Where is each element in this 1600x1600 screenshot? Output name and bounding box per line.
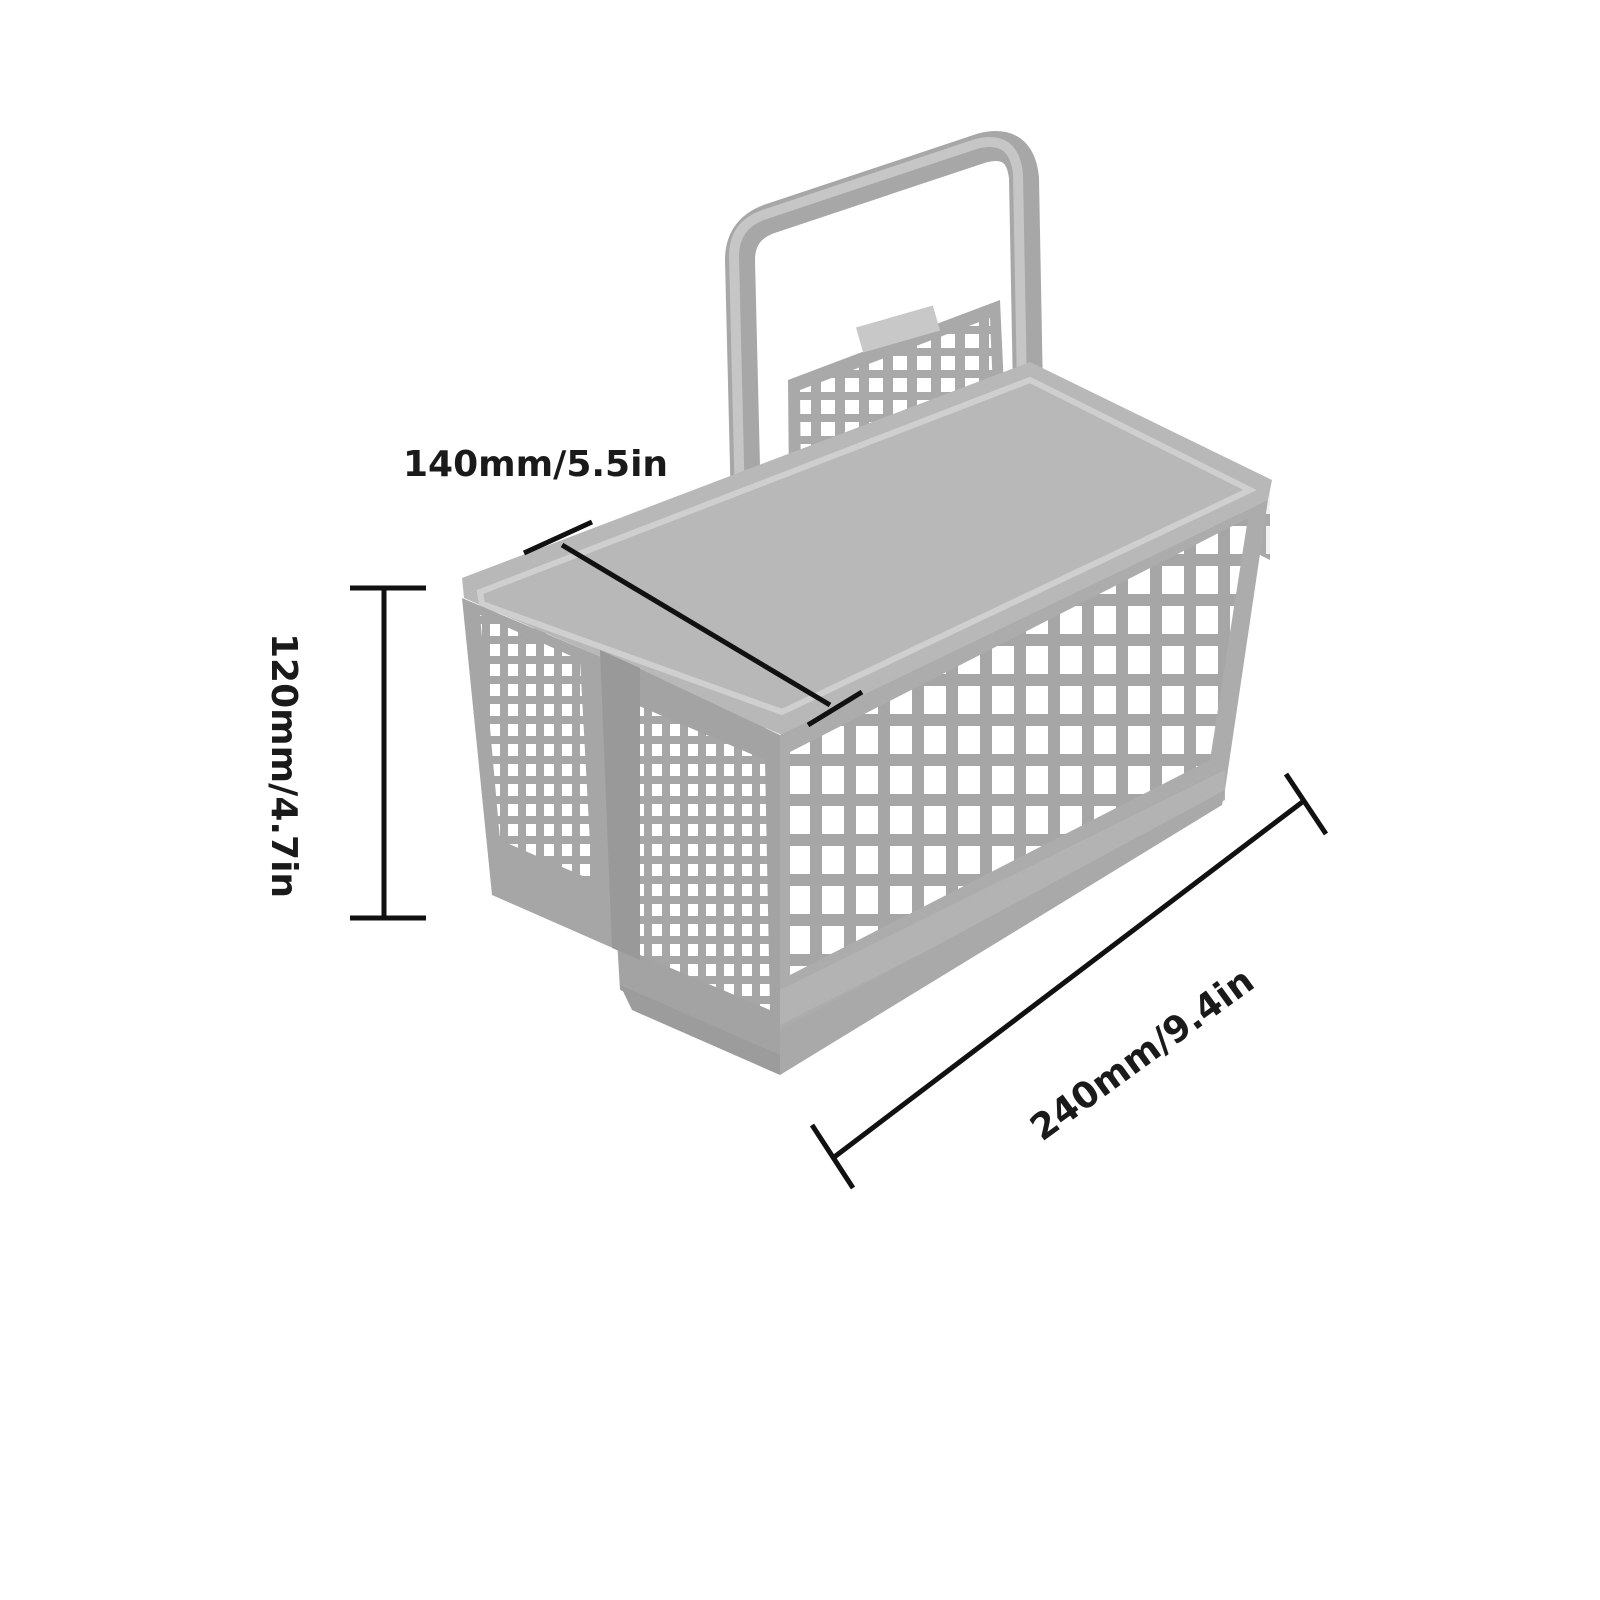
length-dimension-line	[831, 798, 1307, 1160]
depth-label: 140mm/5.5in	[403, 444, 668, 485]
depth-dimension: 140mm/5.5in	[403, 444, 864, 728]
height-label: 120mm/4.7in	[263, 633, 304, 898]
basket-front-wall	[780, 500, 1268, 1060]
depth-dimension-tick-start	[522, 519, 594, 556]
basket-base	[620, 790, 1225, 1075]
height-dimension: 120mm/4.7in	[263, 585, 426, 921]
basket-handle	[725, 131, 1045, 591]
basket-left-wall	[462, 598, 640, 960]
depth-dimension-line	[560, 542, 832, 708]
basket-left-caddy	[600, 650, 780, 1060]
length-dimension-tick-end	[1283, 772, 1329, 836]
depth-dimension-tick-end	[806, 689, 864, 728]
basket-top-rim	[462, 362, 1272, 735]
length-dimension-tick-start	[809, 1123, 856, 1190]
